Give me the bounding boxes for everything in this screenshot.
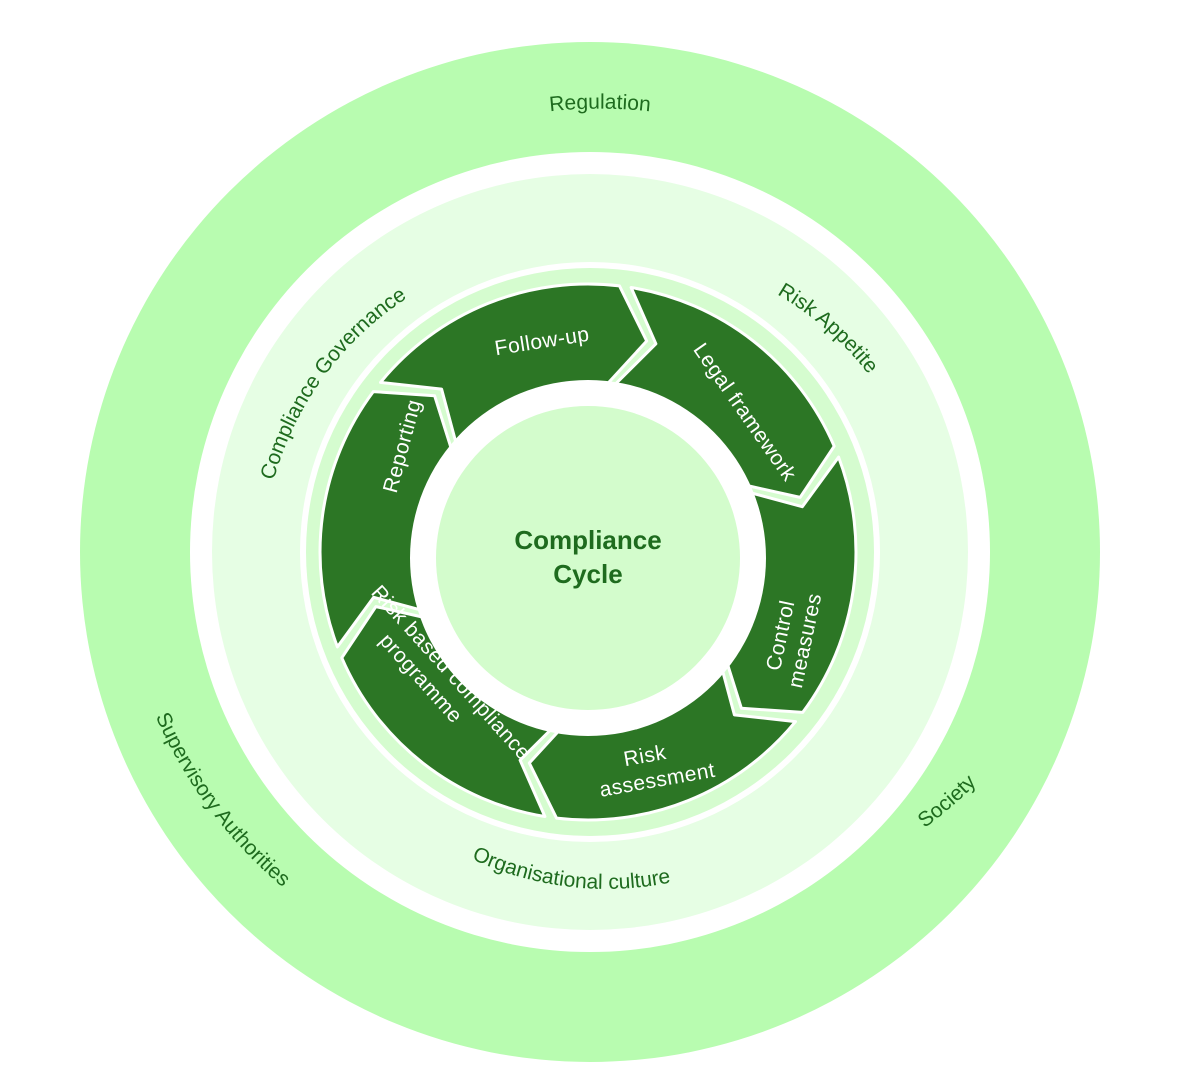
center-disc <box>436 406 740 710</box>
center-title-line1: Compliance <box>514 525 661 555</box>
center-title-line2: Cycle <box>553 559 622 589</box>
cycle-segments <box>318 282 858 822</box>
